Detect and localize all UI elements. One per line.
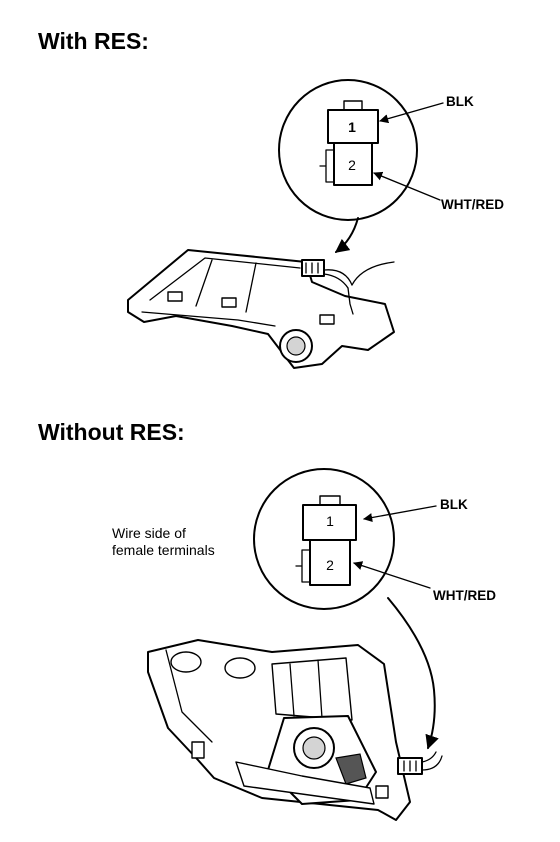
housing-left-wall: [165, 649, 213, 743]
without-res-component-drawing: [147, 639, 443, 821]
without-res-section: Without RES: Wire side of female termina…: [38, 419, 496, 821]
housing-cap-left: [170, 651, 202, 673]
wire-side-note-line-1: Wire side of: [112, 525, 186, 541]
housing-inner-lines: [289, 659, 323, 719]
housing-cap-middle: [224, 657, 256, 679]
side-clip: [191, 741, 205, 759]
panel-ribs: [195, 259, 257, 313]
harness-connector: [301, 259, 325, 277]
terminal-cavity-1: [302, 504, 357, 541]
housing-inner-panel: [271, 657, 353, 721]
mount-tab-left: [167, 291, 183, 302]
terminal-cavity-2: [333, 142, 373, 186]
wht-red-arrow: [373, 171, 441, 201]
blk-label: BLK: [446, 94, 474, 109]
connector-lock-tab: [319, 149, 335, 183]
panel-top-edge: [149, 257, 301, 301]
harness-connector-lines: [403, 760, 417, 772]
with-res-heading: With RES:: [38, 28, 149, 54]
ground-lead: [347, 287, 354, 315]
wht-red-label: WHT/RED: [433, 588, 496, 603]
round-socket-core: [302, 736, 326, 760]
blk-arrow: [363, 505, 437, 523]
harness-wires: [421, 751, 443, 771]
blk-arrow: [379, 102, 444, 124]
blk-label: BLK: [440, 497, 468, 512]
detail-circle: [253, 468, 395, 610]
without-res-heading: Without RES:: [38, 419, 185, 445]
terminal-cavity-2: [309, 539, 351, 586]
panel-lower-edge: [141, 311, 276, 327]
with-res-section: With RES: 1 2 BLK WHT/RED: [38, 28, 504, 369]
callout-arrow: [334, 217, 359, 253]
mount-tab-right: [319, 314, 335, 325]
harness-connector-lines: [305, 262, 319, 274]
connector-latch: [319, 495, 341, 506]
panel-outline: [127, 249, 395, 369]
wht-red-label: WHT/RED: [441, 197, 504, 212]
wire-side-note-line-2: female terminals: [112, 542, 215, 558]
harness-lead: [351, 261, 395, 286]
pin-1-number: 1: [348, 119, 356, 135]
mount-tab-middle: [221, 297, 237, 308]
pin-1-number: 1: [326, 513, 334, 529]
with-res-component-drawing: [127, 249, 395, 369]
harness-wires: [323, 269, 353, 289]
callout-arrow: [387, 597, 439, 750]
pin-2-number: 2: [348, 157, 356, 173]
base-flange: [235, 761, 375, 805]
connector-lock-tab: [295, 549, 311, 583]
wht-red-arrow: [353, 561, 431, 589]
without-res-connector-detail: 1 2: [253, 468, 395, 610]
connector-latch: [343, 100, 363, 111]
socket-housing-dark: [335, 753, 367, 785]
corner-clip: [375, 785, 389, 799]
round-socket-core: [286, 336, 306, 356]
with-res-connector-detail: 1 2: [278, 79, 418, 221]
pin-2-number: 2: [326, 557, 334, 573]
detail-circle: [278, 79, 418, 221]
